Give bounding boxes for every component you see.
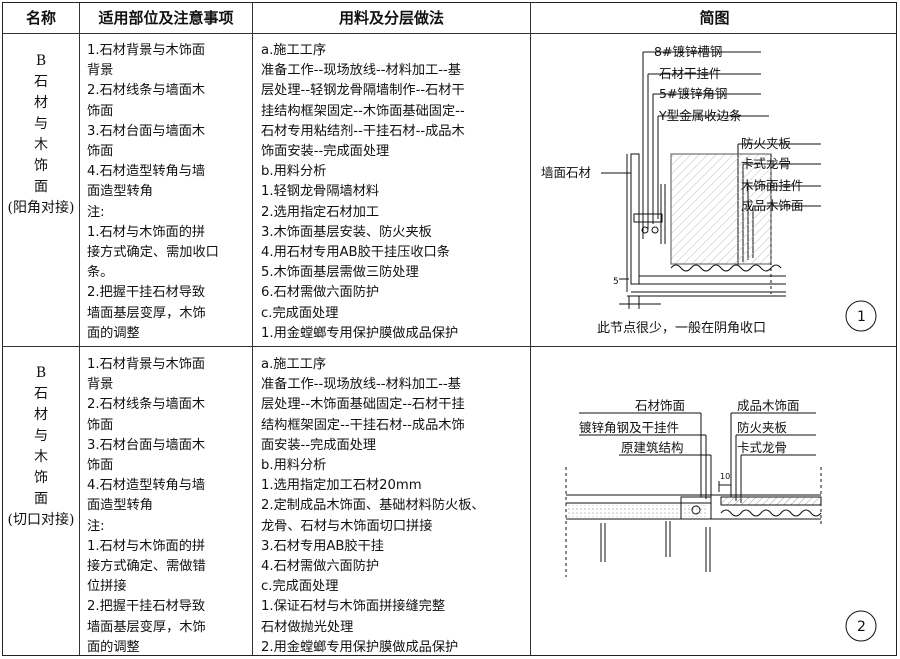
label-building-structure: 原建筑结构 xyxy=(621,440,684,455)
header-divider xyxy=(3,33,896,34)
corner-joint-diagram: 8#镀锌槽钢 石材干挂件 5#镀锌角钢 Y型金属收边条 防火夹板 卡式龙骨 木饰… xyxy=(541,44,877,336)
column-divider xyxy=(252,3,253,655)
label-angle-hanger: 镀锌角钢及干挂件 xyxy=(579,420,679,435)
label-angle-steel: 5#镀锌角钢 xyxy=(659,86,727,101)
header-name: 名称 xyxy=(25,9,56,27)
row1-notes: 1.石材背景与木饰面 背景 2.石材线条与墙面木 饰面 3.石材台面与墙面木 饰… xyxy=(87,43,219,341)
header-method: 用料及分层做法 xyxy=(338,9,444,27)
name-char: 面 xyxy=(34,491,48,507)
label-fire-plywood: 防火夹板 xyxy=(741,136,792,151)
row2-name: B 石 材 与 木 饰 面 (切口对接) xyxy=(3,363,79,531)
dimension-label: 5 xyxy=(613,277,619,287)
flush-joint-diagram: 石材饰面 镀锌角钢及干挂件 原建筑结构 成品木饰面 防火夹板 卡式龙骨 10 2 xyxy=(565,398,877,642)
label-keel: 卡式龙骨 xyxy=(737,440,787,455)
header-diagram: 简图 xyxy=(699,9,730,27)
label-fire-plywood: 防火夹板 xyxy=(737,420,788,435)
label-keel: 卡式龙骨 xyxy=(741,156,791,171)
row2-notes: 1.石材背景与木饰面 背景 2.石材线条与墙面木 饰面 3.石材台面与墙面木 饰… xyxy=(87,357,206,655)
name-char: 材 xyxy=(34,95,48,111)
name-sub: (阳角对接) xyxy=(7,200,75,216)
header-notes: 适用部位及注意事项 xyxy=(98,9,234,27)
name-sub: (切口对接) xyxy=(7,512,75,528)
label-wall-stone: 墙面石材 xyxy=(541,165,591,180)
name-char: 木 xyxy=(34,137,48,153)
name-char: 石 xyxy=(34,74,48,90)
name-char: B xyxy=(35,53,47,69)
diagram-number: 1 xyxy=(857,309,866,325)
column-divider xyxy=(530,3,531,655)
row1-name: B 石 材 与 木 饰 面 (阳角对接) xyxy=(3,51,79,219)
label-wood-veneer: 成品木饰面 xyxy=(737,398,800,413)
name-char: 饰 xyxy=(34,158,48,174)
name-char: 饰 xyxy=(34,470,48,486)
label-channel-steel: 8#镀锌槽钢 xyxy=(654,44,722,59)
label-wood-hanger: 木饰面挂件 xyxy=(741,178,804,193)
label-y-edge-strip: Y型金属收边条 xyxy=(658,108,742,123)
row-divider xyxy=(3,346,896,347)
diagram-number: 2 xyxy=(857,619,866,635)
diagram-caption: 此节点很少，一般在阴角收口 xyxy=(597,320,766,336)
label-wood-veneer: 成品木饰面 xyxy=(741,198,804,213)
row2-method: a.施工工序 准备工作--现场放线--材料加工--基 层处理--木饰面基础固定-… xyxy=(261,357,485,655)
name-char: 面 xyxy=(34,179,48,195)
name-char: 与 xyxy=(34,116,48,132)
name-char: 材 xyxy=(34,407,48,423)
name-char: 木 xyxy=(34,449,48,465)
name-char: 与 xyxy=(34,428,48,444)
name-char: 石 xyxy=(34,386,48,402)
label-stone-veneer: 石材饰面 xyxy=(635,398,685,413)
column-divider xyxy=(79,3,80,655)
name-char: B xyxy=(35,365,47,381)
dimension-label: 10 xyxy=(720,472,730,481)
label-stone-hanger: 石材干挂件 xyxy=(659,66,722,81)
row1-method: a.施工工序 准备工作--现场放线--材料加工--基 层处理--轻钢龙骨隔墙制作… xyxy=(261,43,465,341)
